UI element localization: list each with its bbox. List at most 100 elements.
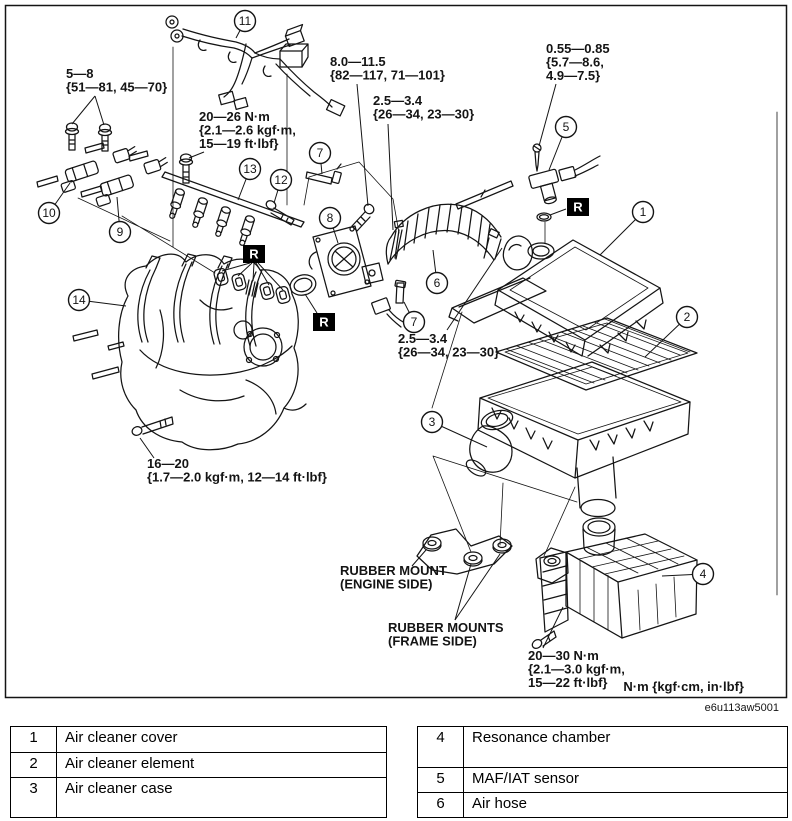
callout-1 [631,200,655,224]
replace-marker [243,245,265,263]
torque-manifold-bolt: 16—20{1.7—2.0 kgf·m, 12—14 ft·lbf} [147,456,327,485]
vacuum-pipe [455,180,514,210]
torque-hose-clamp-left: 2.5—3.4{26—34, 23—30} [373,93,474,122]
callout-7 [308,141,332,165]
label-rubber-mount-engine-side: RUBBER MOUNT(ENGINE SIDE) [340,563,447,592]
callout-5-number: 5 [563,120,570,134]
callout-10 [37,201,61,225]
ignition-coils [36,122,168,207]
wiring-harness [165,15,346,117]
callout-11-number: 11 [239,14,252,28]
replace-marker [567,198,589,216]
torque-hose-clamp-right-leader [446,247,503,331]
torque-coil-bolts-leader [71,95,96,125]
legend-part-label: Resonance chamber [463,726,788,768]
torque-fuel-rail-bolt-leader [188,151,205,159]
fuel-rail-injectors [161,153,305,246]
hose-7-upper [305,163,342,185]
air-cleaner-case [465,361,691,518]
callout-4-number: 4 [700,567,707,581]
callout-6 [425,271,449,295]
callout-8-number: 8 [327,211,334,225]
diagram-border [4,4,788,699]
replace-marker-leader [221,262,251,272]
callout-1-number: 1 [640,205,647,219]
hose-7-lower [371,279,407,328]
callout-7-number: 7 [411,315,418,329]
legend-part-number: 3 [10,777,57,818]
callout-5 [554,115,578,139]
callout-13-number: 13 [243,162,257,176]
replace-marker-leader [255,262,270,286]
legend-part-label: Air cleaner cover [56,726,387,753]
callout-12 [269,168,293,192]
torque-maf-screw-leader [538,83,557,147]
torque-fuel-rail-bolt: 20—26 N·m{2.1—2.6 kgf·m,15—19 ft·lbf} [199,109,296,151]
replace-marker-leader [304,293,318,314]
callout-2 [675,305,699,329]
throttle-body [289,203,384,298]
callout-7 [402,310,426,334]
replace-marker-letter: R [573,200,583,215]
callout-3-number: 3 [429,415,436,429]
callout-8 [318,206,342,230]
legend-part-number: 1 [10,726,57,753]
torque-manifold-bolt-leader [139,437,155,459]
mount-bracket [416,528,513,575]
air-cleaner-element [495,317,698,391]
bolt-12 [265,200,295,226]
callout-6-number: 6 [434,276,441,290]
torque-throttle-bolts-leader [356,83,369,207]
callout-13 [238,157,262,181]
resonance-chamber [531,517,698,649]
replace-marker-letter: R [249,247,259,262]
replace-marker-leader [252,262,255,282]
callout-12-number: 12 [274,173,288,187]
exploded-diagram: 5—8{51—81, 45—70} 20—26 N·m{2.1—2.6 kgf·m… [4,4,788,714]
callout-14-number: 14 [72,293,86,307]
legend-part-label: Air hose [463,792,788,818]
replace-marker-leader [549,208,567,216]
legend-part-number: 4 [417,726,464,768]
replace-marker-leader [257,262,284,291]
torque-throttle-bolts: 8.0—11.5{82—117, 71—101} [330,54,445,83]
torque-hose-clamp-right: 2.5—3.4{26—34, 23—30} [398,331,499,360]
callout-2-number: 2 [684,310,691,324]
torque-coil-bolts: 5—8{51—81, 45—70} [66,66,167,95]
torque-maf-screw: 0.55—0.85{5.7—8.6,4.9—7.5} [546,41,610,83]
replace-marker-letter: R [319,315,329,330]
replace-marker-leader [237,262,253,277]
legend-part-number: 5 [417,767,464,793]
label-rubber-mounts-frame-side-leader [454,563,472,621]
callout-9 [108,220,132,244]
construction-lines [77,46,778,596]
torque-coil-bolts-leader [94,95,105,126]
intake-manifold [72,253,307,451]
torque-chamber-bolt-leader [542,606,564,649]
replace-marker [313,313,335,331]
torque-chamber-bolt: 20—30 N·m{2.1—3.0 kgf·m,15—22 ft·lbf} [528,648,625,690]
legend-part-label: Air cleaner case [56,777,387,818]
frame-bracket [535,547,569,584]
callout-9-number: 9 [117,225,124,239]
label-rubber-mounts-frame-side: RUBBER MOUNTS(FRAME SIDE) [388,620,504,649]
callout-4 [691,562,715,586]
legend-part-label: Air cleaner element [56,752,387,778]
callout-10-number: 10 [42,206,56,220]
callout-7-number: 7 [317,146,324,160]
units-note: N·m {kgf·cm, in·lbf} [623,679,744,694]
figure-code: e6u113aw5001 [705,702,779,714]
maf-sensor [528,143,601,222]
callout-3 [420,410,444,434]
legend-part-number: 2 [10,752,57,778]
callout-11 [233,9,257,33]
legend-part-label: MAF/IAT sensor [463,767,788,793]
label-rubber-mount-engine-side-leader [411,549,427,567]
